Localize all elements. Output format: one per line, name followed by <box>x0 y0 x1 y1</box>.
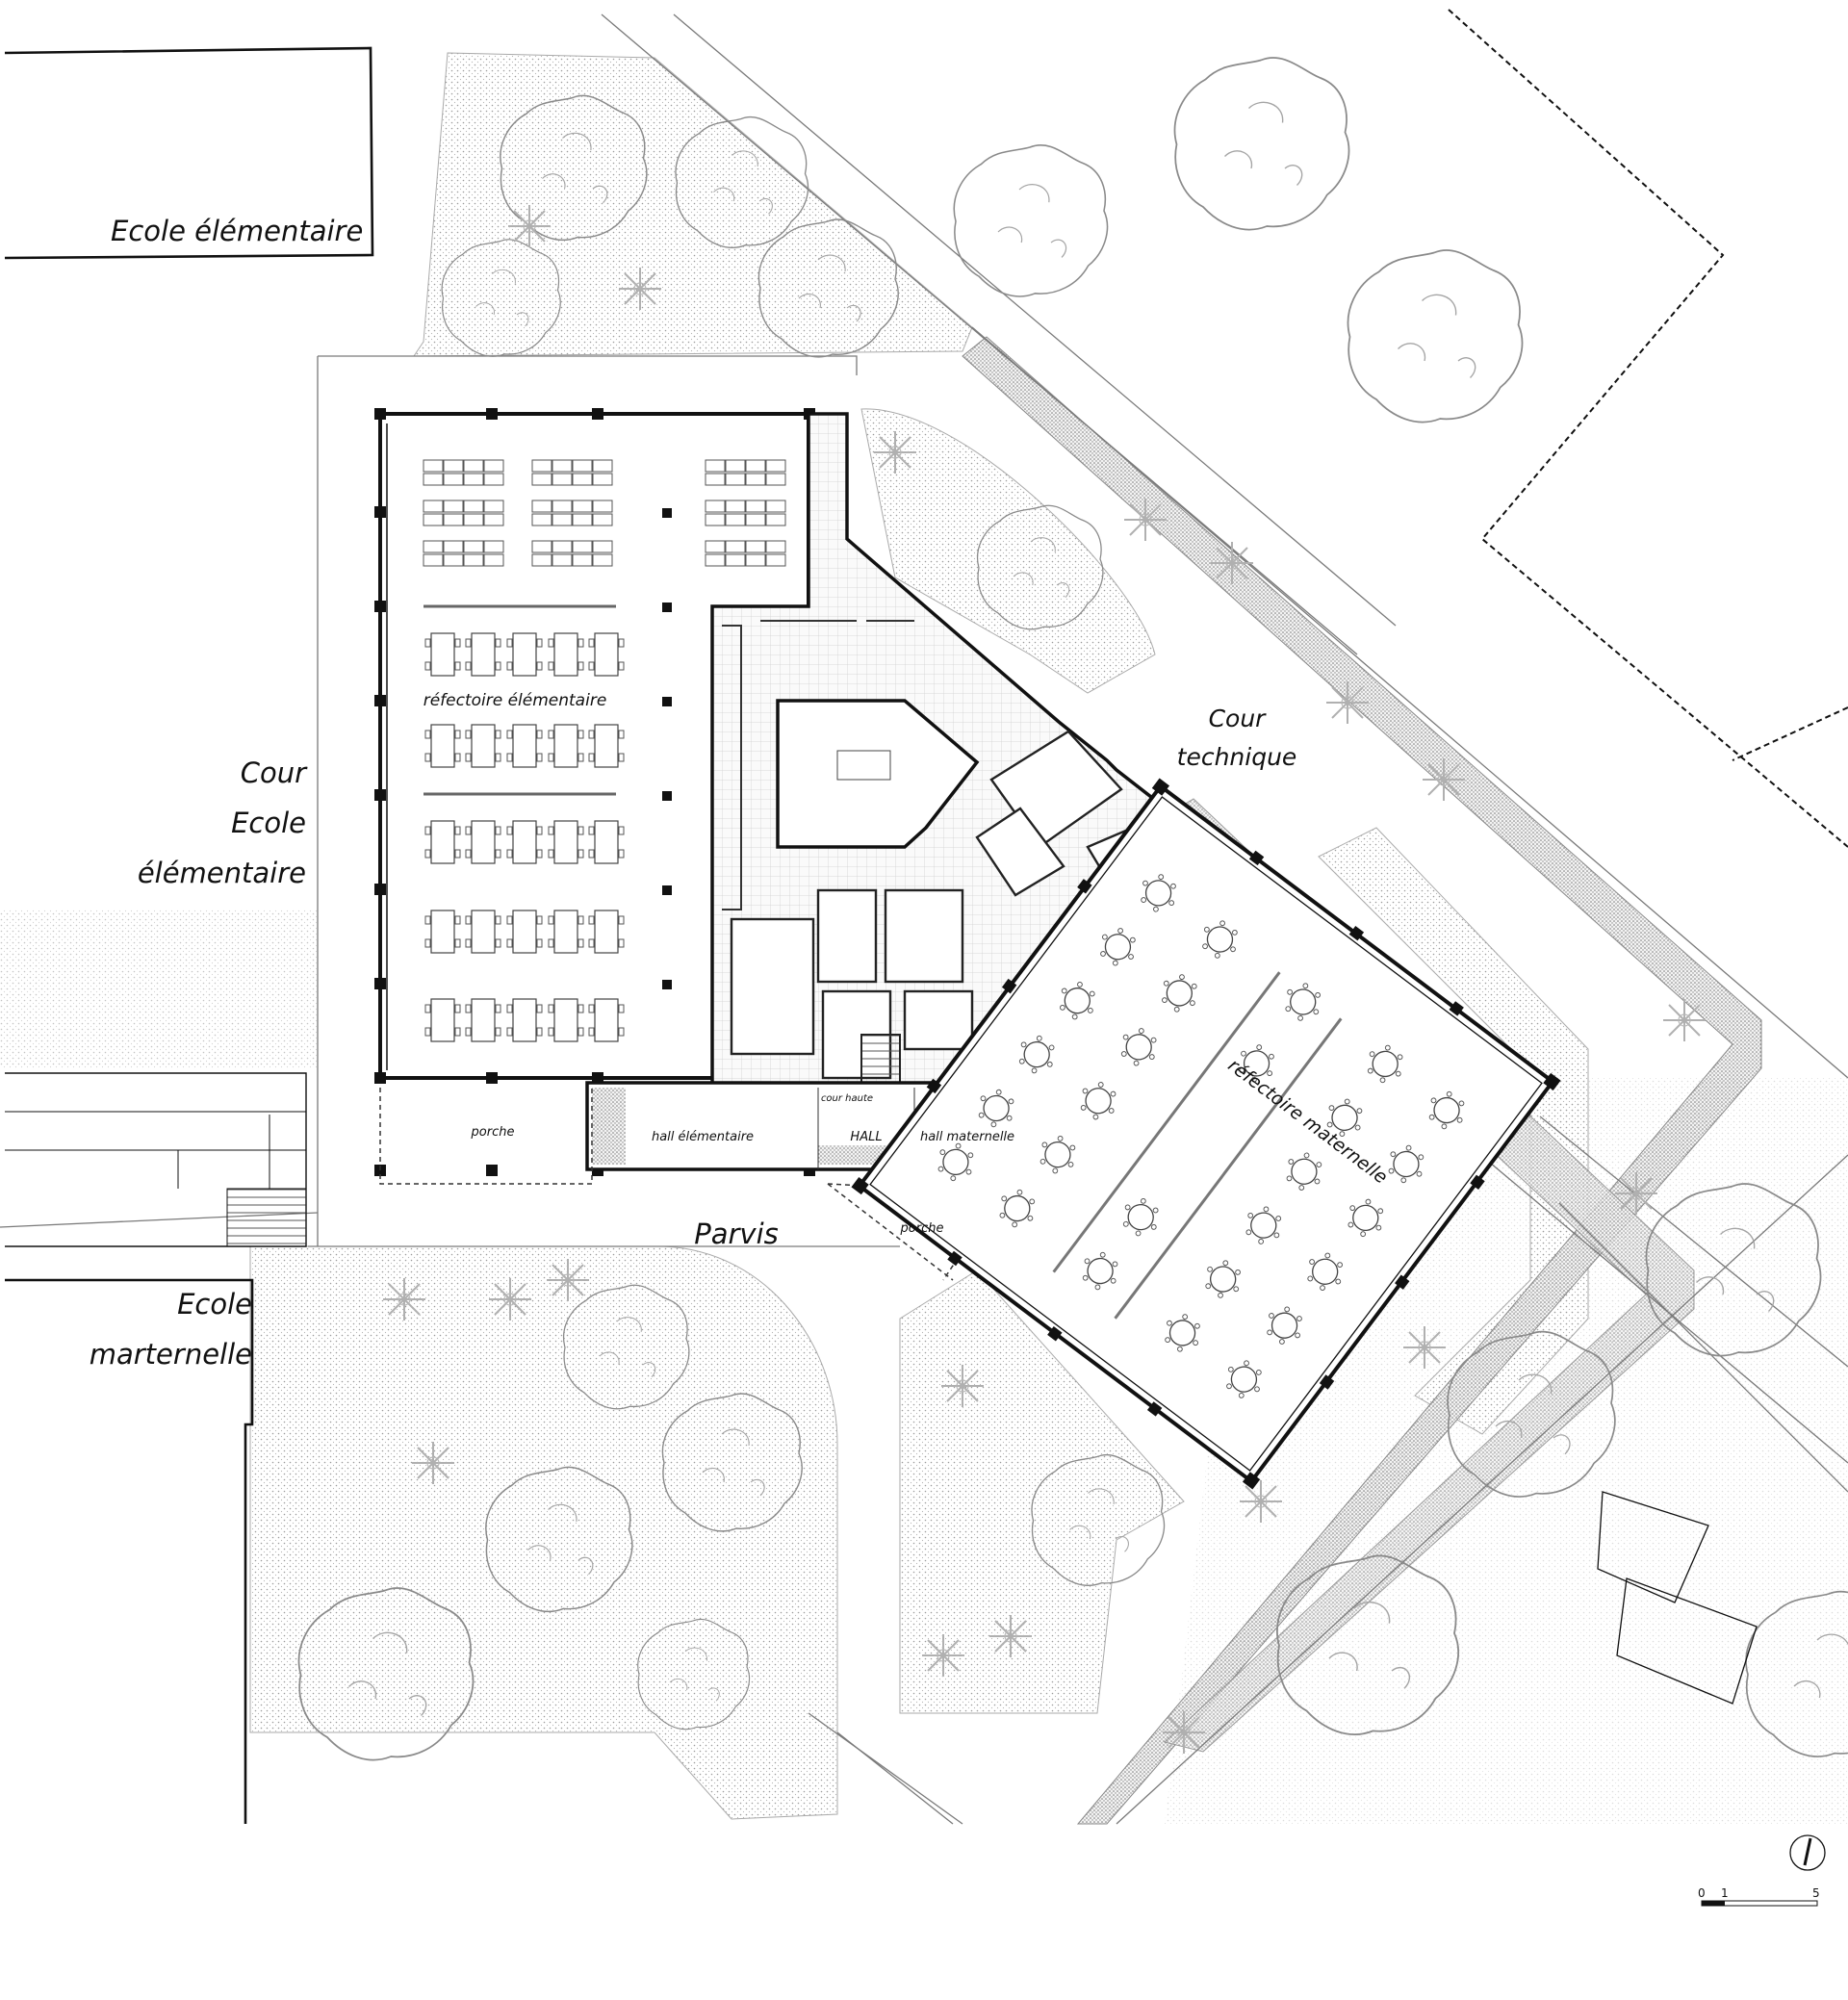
label-hall-elementaire: hall élémentaire <box>652 1130 754 1144</box>
label-hall: HALL <box>850 1130 882 1144</box>
property-boundary <box>1448 9 1848 848</box>
scale-five: 5 <box>1812 1886 1820 1900</box>
green-zone-top-left <box>413 52 973 357</box>
grass-left-court <box>0 910 318 1068</box>
label-cour-haute: cour haute <box>821 1093 873 1104</box>
neighbour-buildings <box>4 46 1758 1824</box>
label-hall-maternelle: hall maternelle <box>920 1130 1014 1144</box>
label-cour: Cour <box>241 756 308 789</box>
ecole-maternelle-outline <box>5 1278 254 1824</box>
building <box>374 408 1561 1490</box>
green-zone-bottom-left <box>249 1245 838 1820</box>
label-ecole-maternelle-2: marternelle <box>90 1338 252 1371</box>
label-parvis: Parvis <box>694 1218 779 1250</box>
maternelle-dining-room <box>851 778 1561 1490</box>
label-refectoire-elementaire: réfectoire élémentaire <box>424 691 607 710</box>
green-zone-court-tech <box>860 408 1156 694</box>
label-ecole-maternelle-1: Ecole <box>177 1288 252 1321</box>
label-cour-technique-2: technique <box>1177 743 1297 771</box>
connector-bridge <box>5 1072 307 1247</box>
scale-zero: 0 <box>1698 1886 1706 1900</box>
label-porche-left: porche <box>471 1125 515 1140</box>
scale-bar: 0 1 5 <box>1698 1886 1820 1907</box>
label-cour-technique-1: Cour <box>1209 705 1268 732</box>
label-cour-elementaire: élémentaire <box>138 857 306 889</box>
label-porche-right: porche <box>900 1221 944 1236</box>
scale-one: 1 <box>1721 1886 1729 1900</box>
north-arrow <box>1789 1834 1826 1871</box>
ecole-elementaire-outline <box>4 46 374 260</box>
label-ecole-elementaire: Ecole élémentaire <box>111 215 363 247</box>
porche-left <box>379 1088 593 1185</box>
label-cour-ecole: Ecole <box>231 807 306 839</box>
